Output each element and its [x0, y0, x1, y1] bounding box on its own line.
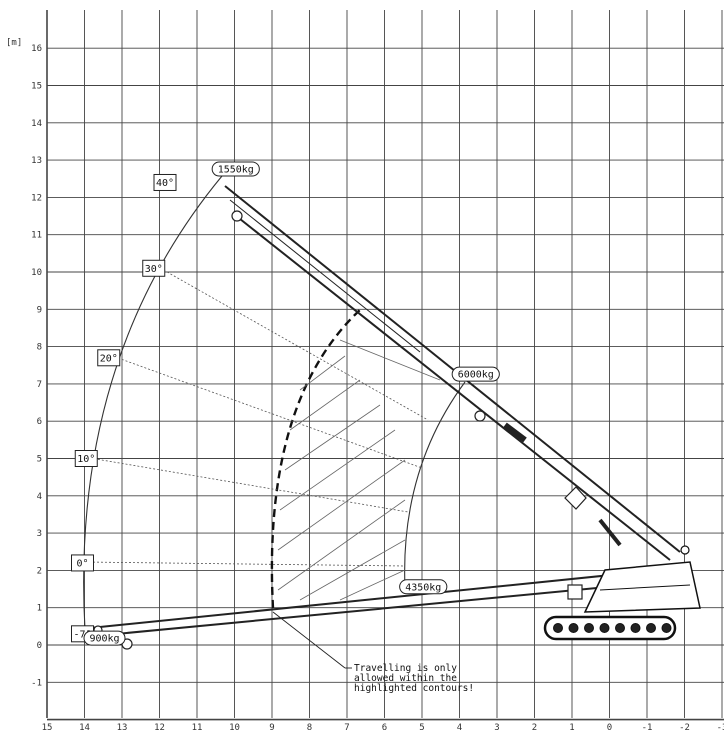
y-tick-label: 5 — [37, 455, 42, 465]
x-tick-label: 11 — [192, 723, 203, 733]
angle-label-box — [153, 173, 177, 191]
x-tick-label: 5 — [419, 723, 424, 733]
x-tick-label: -3 — [717, 723, 724, 733]
angle-label: 40° — [156, 178, 174, 189]
x-tick-label: 14 — [79, 723, 90, 733]
grid — [46, 10, 724, 721]
y-tick-label: 8 — [37, 343, 42, 353]
annotation-line: Travelling is only — [354, 663, 457, 674]
y-tick-label: 7 — [37, 380, 42, 390]
angle-label: 0° — [76, 558, 88, 569]
x-tick-label: -1 — [642, 723, 653, 733]
load-label-box — [451, 366, 500, 382]
annotation-line: highlighted contours! — [354, 683, 474, 694]
y-tick-label: 15 — [31, 82, 42, 92]
track-wheel — [615, 623, 625, 633]
radial-lines — [84, 267, 429, 567]
x-tick-label: 1 — [569, 723, 574, 733]
crawler-crane-icon — [543, 545, 701, 641]
angle-labels: 40° 30° 20° 10° 0° -7° — [71, 173, 177, 643]
y-tick-label: 11 — [31, 231, 42, 241]
annotation-leader — [272, 611, 346, 669]
load-label-box — [399, 579, 448, 595]
x-tick-label: 3 — [494, 723, 499, 733]
y-tick-label: 3 — [37, 529, 42, 539]
track-wheel — [599, 623, 610, 633]
y-tick-label: 12 — [31, 193, 42, 203]
angle-label: -7° — [73, 629, 91, 640]
y-tick-label: 2 — [37, 566, 42, 576]
load-label: 900kg — [89, 634, 119, 645]
load-label: 6000kg — [458, 370, 494, 381]
load-label-box — [211, 161, 260, 177]
y-tick-label: 0 — [37, 641, 42, 651]
angle-label-box — [142, 259, 166, 277]
track-wheel — [584, 623, 594, 633]
angle-label: 20° — [100, 353, 118, 364]
load-label-box — [83, 630, 126, 646]
track-wheel — [661, 623, 672, 633]
annotation-line: allowed within the — [354, 673, 457, 684]
load-label: 1550kg — [218, 165, 254, 176]
travel-contour — [270, 307, 363, 609]
angle-label-box — [71, 554, 94, 572]
x-tick-label: 8 — [307, 723, 312, 733]
y-tick-label: 16 — [31, 44, 42, 54]
x-tick-label: 2 — [532, 723, 537, 733]
angle-label-box — [97, 349, 121, 367]
y-tick-label: 6 — [37, 417, 42, 427]
y-tick-label: 1 — [37, 604, 42, 614]
x-tick-label: 6 — [382, 723, 387, 733]
angle-label-box — [74, 450, 98, 467]
x-tick-label: -2 — [679, 723, 690, 733]
angle-label: 30° — [145, 264, 163, 275]
track-wheel — [568, 623, 579, 633]
x-tick-label: 0 — [607, 723, 612, 733]
raised-boom — [224, 185, 681, 561]
y-tick-label: 13 — [31, 156, 42, 166]
outer-envelope — [83, 175, 223, 631]
y-tick-label: -1 — [31, 678, 42, 688]
x-tick-label: 15 — [42, 723, 53, 733]
track-wheel — [630, 623, 641, 633]
y-tick-label: 4 — [37, 492, 42, 502]
x-tick-label: 9 — [269, 723, 274, 733]
inner-envelope — [404, 381, 466, 589]
load-labels: 1550kg 6000kg 4350kg 900kg — [83, 161, 500, 646]
highlighted-hatch — [277, 339, 441, 601]
y-tick-label: 10 — [31, 268, 42, 278]
x-tick-label: 10 — [229, 723, 240, 733]
x-tick-label: 12 — [154, 723, 165, 733]
x-tick-label: 7 — [344, 723, 349, 733]
x-tick-label: 4 — [457, 723, 462, 733]
x-tick-label: 13 — [117, 723, 128, 733]
y-axis-unit: [m] — [6, 38, 22, 48]
angle-label: 10° — [77, 454, 95, 465]
y-tick-label: 9 — [37, 305, 42, 315]
load-label: 4350kg — [405, 582, 441, 593]
track-wheel — [553, 623, 563, 633]
y-tick-label: 14 — [31, 119, 42, 129]
track-wheel — [646, 623, 656, 633]
